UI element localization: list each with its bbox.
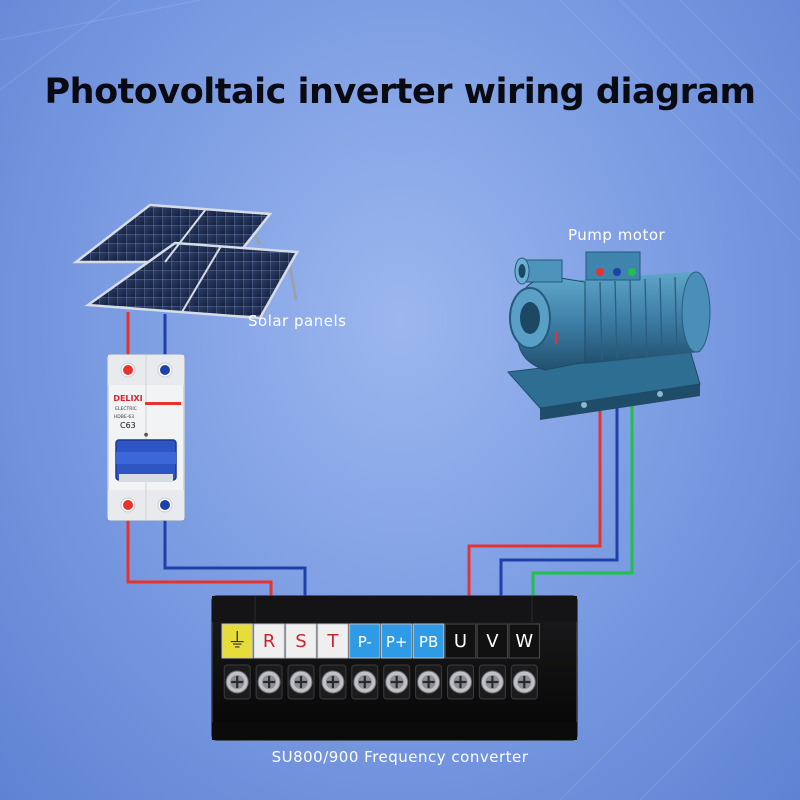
terminal-screw-7: [447, 664, 474, 700]
terminal-label-3: T: [326, 631, 339, 652]
terminal-cell-7: [444, 623, 477, 659]
terminal-screw-5: [383, 664, 411, 700]
svg-text:●: ●: [144, 432, 149, 438]
pump-motor-icon: [506, 251, 711, 420]
terminal-label-1: R: [263, 631, 276, 652]
terminal-cell-0: [221, 623, 253, 659]
pump-motor-label: Pump motor: [568, 226, 666, 244]
terminal-label-2: S: [295, 631, 306, 652]
terminal-screw-3: [319, 664, 347, 700]
terminal-label-9: W: [515, 631, 533, 652]
circuit-breaker: ●: [107, 354, 185, 521]
terminal-cell-4: [349, 623, 381, 659]
terminal-cell-1: [253, 623, 285, 659]
terminal-cell-8: [476, 623, 509, 659]
terminal-screw-2: [287, 664, 315, 700]
terminal-label-5: P+: [386, 633, 408, 651]
terminal-label-0: ⏚: [227, 628, 247, 652]
wire-V-to-motor: [499, 272, 619, 628]
terminal-cell-2: [285, 623, 317, 659]
terminal-label-7: U: [454, 631, 467, 652]
terminal-screw-0: [223, 664, 251, 700]
terminal-screw-6: [415, 664, 443, 700]
terminal-label-6: PB: [419, 633, 438, 651]
solar-panels-label: Solar panels: [248, 312, 347, 330]
terminal-screw-9: [510, 664, 538, 700]
terminal-screw-4: [351, 664, 379, 700]
terminal-cell-5: [381, 623, 413, 659]
terminal-label-8: V: [486, 631, 499, 652]
solar-panels-icon: [72, 203, 300, 320]
terminal-screws: [223, 664, 538, 700]
terminal-cell-9: [508, 623, 541, 659]
terminal-cell-3: [317, 623, 349, 659]
terminal-cell-6: [412, 623, 445, 659]
terminal-label-4: P-: [358, 633, 372, 651]
terminal-screw-8: [478, 664, 506, 700]
converter-label: SU800/900 Frequency converter: [271, 748, 529, 766]
page-title: Photovoltaic inverter wiring diagram: [44, 72, 756, 112]
terminal-screw-1: [255, 664, 283, 700]
